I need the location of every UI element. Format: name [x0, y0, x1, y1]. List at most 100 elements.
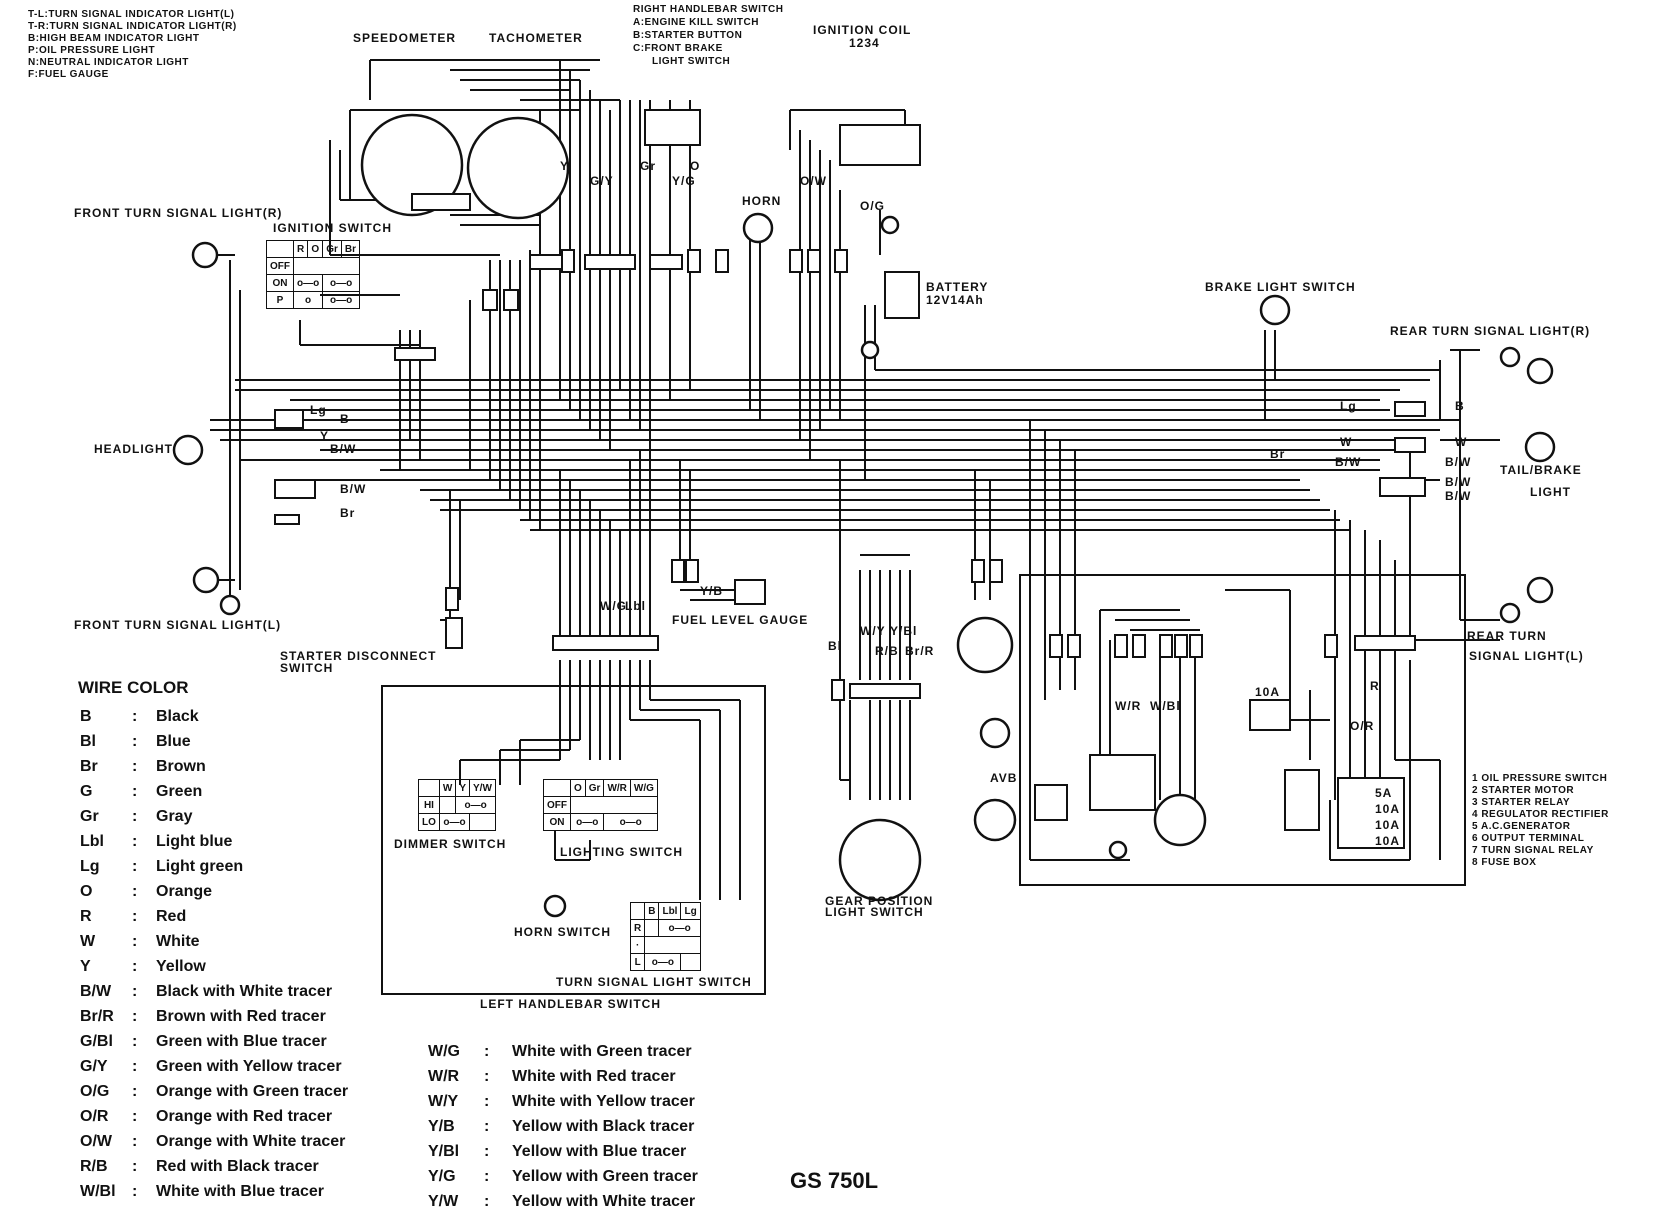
wire-color-separator: :	[484, 1043, 490, 1060]
wire-tag: B/W	[1445, 489, 1472, 503]
wire-color-name: Light blue	[156, 833, 233, 850]
pair-connector	[561, 249, 575, 273]
engine-connector	[1354, 635, 1416, 651]
wire-color-separator: :	[132, 1058, 138, 1075]
wire-color-code: Br	[80, 758, 98, 775]
wire-color-separator: :	[132, 1158, 138, 1175]
wire-color-name: Green with Blue tracer	[156, 1033, 327, 1050]
wire-color-name: Yellow with White tracer	[512, 1193, 696, 1210]
wire-color-row: Y/G:Yellow with Green tracer	[428, 1168, 698, 1186]
component-6: 6 OUTPUT TERMINAL	[1472, 833, 1585, 844]
wire-color-name: Gray	[156, 808, 193, 825]
left-handlebar-box	[381, 685, 766, 995]
wire-tag: Lbl	[625, 599, 646, 613]
component-4: 4 REGULATOR RECTIFIER	[1472, 809, 1609, 820]
pair-connector	[1067, 634, 1081, 658]
fuse-10a-3: 10A	[1375, 834, 1401, 848]
rear-turn-l-lamp-2	[1499, 602, 1521, 624]
front-turn-l-lamp	[192, 566, 220, 594]
gear-position-label-2: LIGHT SWITCH	[825, 905, 924, 919]
wire-color-row: O:Orange	[80, 883, 212, 901]
turn-signal-light-switch-label: TURN SIGNAL LIGHT SWITCH	[556, 975, 752, 989]
front-turn-l-lamp-2	[219, 594, 241, 616]
lh-bundle-connector	[552, 635, 659, 651]
wire-color-separator: :	[132, 708, 138, 725]
pair-connector	[1324, 634, 1338, 658]
wire-color-separator: :	[132, 958, 138, 975]
battery-body	[884, 271, 920, 319]
pair-connector	[834, 249, 848, 273]
pair-connector	[1189, 634, 1203, 658]
wire-color-row: Gr:Gray	[80, 808, 192, 826]
lig-head-wg: W/G	[629, 779, 658, 797]
wire-color-code: B/W	[80, 983, 112, 1000]
turn-row-r: R	[629, 919, 646, 937]
wire-color-separator: :	[484, 1143, 490, 1160]
pair-connector	[807, 249, 821, 273]
wire-color-separator: :	[132, 1083, 138, 1100]
wire-tag: B/W	[340, 482, 367, 496]
wire-color-code: Y	[80, 958, 91, 975]
wire-color-name: Yellow with Blue tracer	[512, 1143, 687, 1160]
wire-tag: B/W	[1445, 475, 1472, 489]
wire-color-code: W/G	[428, 1043, 460, 1060]
dim-head-w: W	[438, 779, 457, 797]
ign-head-o: O	[307, 240, 324, 258]
component-2: 2 STARTER MOTOR	[1472, 785, 1575, 796]
headlight-lamp	[172, 434, 204, 466]
gear-connector	[849, 683, 921, 699]
wire-color-code: O/G	[80, 1083, 110, 1100]
rear-turn-r-lamp	[1499, 346, 1521, 368]
tachometer-label: TACHOMETER	[489, 31, 583, 45]
pair-connector	[1132, 634, 1146, 658]
wire-tag: Br	[1270, 447, 1286, 461]
wire-color-row: G/Bl:Green with Blue tracer	[80, 1033, 327, 1051]
wire-color-separator: :	[132, 758, 138, 775]
dim-head-yw: Y/W	[469, 779, 496, 797]
legend-tl: T-L:TURN SIGNAL INDICATOR LIGHT(L)	[28, 9, 235, 20]
wire-color-name: Red with Black tracer	[156, 1158, 319, 1175]
wire-color-code: G	[80, 783, 93, 800]
lig-head-wr: W/R	[603, 779, 631, 797]
wire-color-row: R:Red	[80, 908, 186, 926]
wire-color-code: Y/B	[428, 1118, 455, 1135]
wire-color-code: O/W	[80, 1133, 112, 1150]
wire-color-row: Br:Brown	[80, 758, 206, 776]
wire-color-row: Lg:Light green	[80, 858, 243, 876]
wire-color-row: O/W:Orange with White tracer	[80, 1133, 345, 1151]
dim-head-0	[418, 779, 440, 797]
horn-label: HORN	[742, 194, 782, 208]
starter-disconnect-label-1: STARTER DISCONNECT	[280, 649, 437, 663]
fuel-gauge-body	[734, 579, 766, 605]
wire-color-row: O/R:Orange with Red tracer	[80, 1108, 332, 1126]
dim-row-hi: HI	[418, 796, 440, 814]
component-7: 7 TURN SIGNAL RELAY	[1472, 845, 1594, 856]
wire-color-name: Orange with White tracer	[156, 1133, 346, 1150]
indicator-strip	[411, 193, 471, 211]
wire-tag: O/W	[800, 174, 827, 188]
wire-color-row: Bl:Blue	[80, 733, 191, 751]
wire-color-code: Y/Bl	[428, 1143, 460, 1160]
wire-color-code: W	[80, 933, 96, 950]
wire-color-code: B	[80, 708, 92, 725]
wire-tag: Bl	[828, 639, 842, 653]
neutral-sensor-body	[956, 616, 1014, 674]
horn-switch-body	[543, 894, 567, 918]
pair-connector	[831, 679, 845, 701]
wire-color-row: Y/W:Yellow with White tracer	[428, 1193, 695, 1211]
gear-position-label-1: GEAR POSITION	[825, 894, 934, 908]
lig-head-gr: Gr	[584, 779, 605, 797]
rear-turn-l-lamp	[1526, 576, 1554, 604]
rh-switch-c2: LIGHT SWITCH	[652, 56, 731, 67]
output-terminal	[1108, 840, 1128, 860]
starter-disconnect-label-2: SWITCH	[280, 661, 334, 675]
engine-area-box	[1019, 574, 1466, 886]
ign-head-gr: Gr	[322, 240, 342, 258]
wire-color-separator: :	[132, 908, 138, 925]
wire-color-name: Green with Yellow tracer	[156, 1058, 342, 1075]
turn-row-mid: ·	[629, 936, 646, 954]
fuse-10a-1: 10A	[1375, 802, 1401, 816]
wire-tag: B/W	[330, 442, 357, 456]
